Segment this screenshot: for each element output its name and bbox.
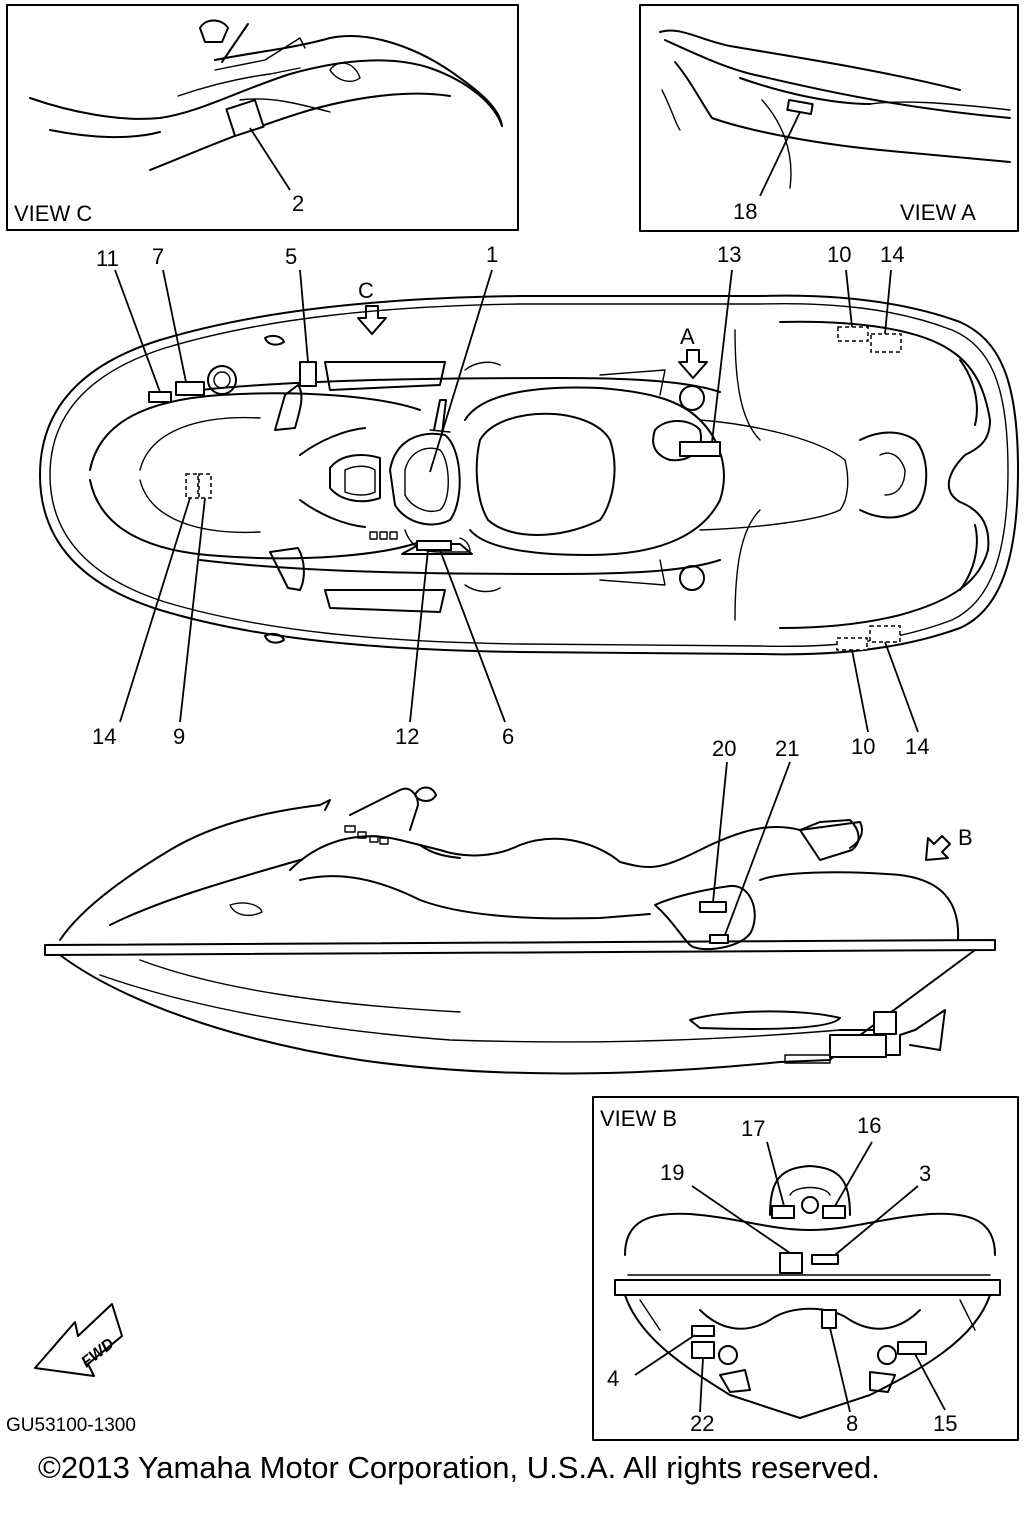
side-view-callouts: 20 21 B	[712, 736, 973, 936]
callout-11: 11	[96, 246, 119, 271]
view-b-marker: B	[958, 825, 973, 850]
callout-8: 8	[846, 1411, 858, 1436]
callout-13: 13	[717, 242, 741, 267]
callout-3: 3	[919, 1161, 931, 1186]
callout-15: 15	[933, 1411, 957, 1436]
top-view-hull	[39, 294, 1019, 656]
view-c-arrow-icon	[357, 305, 387, 335]
callout-14-bottom: 14	[905, 734, 929, 759]
callout-20: 20	[712, 736, 736, 761]
side-view-hull	[44, 786, 996, 1075]
callout-7: 7	[152, 244, 164, 269]
copyright-notice: ©2013 Yamaha Motor Corporation, U.S.A. A…	[38, 1450, 880, 1485]
callout-21: 21	[775, 736, 799, 761]
top-view-callouts: 11 7 5 1 13 10 14 C A 14 9 12 6 10 14	[92, 242, 929, 759]
callout-12: 12	[395, 724, 419, 749]
callout-5: 5	[285, 244, 297, 269]
view-b-frame	[592, 1096, 1019, 1441]
callout-18: 18	[733, 199, 757, 224]
view-b-inset: VIEW B 17 16 19 3 4 22 8	[592, 1096, 1019, 1441]
view-b-arrow-icon	[925, 835, 951, 861]
view-c-frame	[6, 4, 519, 231]
part-code: GU53100-1300	[6, 1415, 136, 1436]
view-a-inset: 18 VIEW A	[639, 4, 1019, 232]
callout-16: 16	[857, 1113, 881, 1138]
view-a-arrow-icon	[678, 349, 708, 379]
callout-17: 17	[741, 1116, 765, 1141]
callout-14-top: 14	[880, 242, 904, 267]
callout-1: 1	[486, 242, 498, 267]
view-c-inset: 2 VIEW C	[6, 4, 519, 231]
callout-14-left: 14	[92, 724, 116, 749]
callout-9: 9	[173, 724, 185, 749]
view-a-label: VIEW A	[900, 200, 976, 225]
callout-19: 19	[660, 1160, 684, 1185]
callout-22: 22	[690, 1411, 714, 1436]
view-c-label: VIEW C	[14, 201, 92, 226]
callout-4: 4	[607, 1366, 619, 1391]
view-b-label: VIEW B	[600, 1106, 677, 1131]
callout-10-bottom: 10	[851, 734, 875, 759]
view-a-marker: A	[680, 324, 695, 349]
callout-10-top: 10	[827, 242, 851, 267]
callout-2: 2	[292, 191, 304, 216]
view-c-marker: C	[358, 278, 374, 303]
fwd-arrow-icon: FWD	[34, 1303, 123, 1377]
view-a-frame	[639, 4, 1019, 232]
callout-6: 6	[502, 724, 514, 749]
